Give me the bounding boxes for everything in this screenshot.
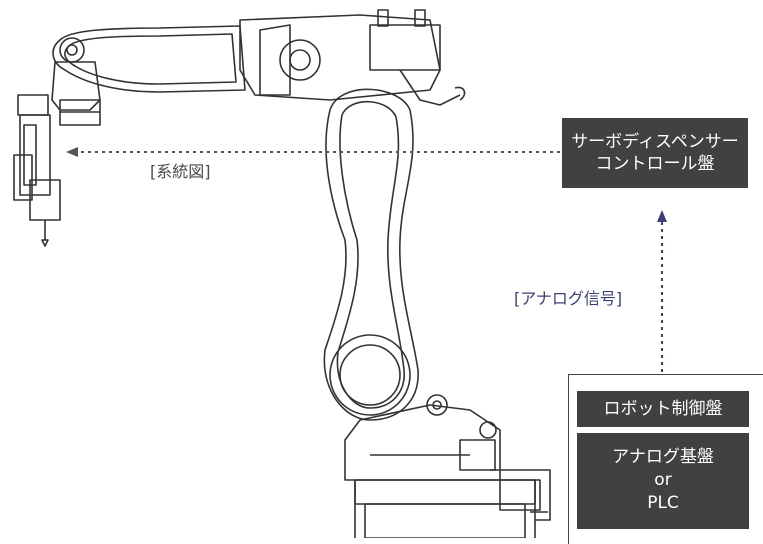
plc-box-line3: PLC (647, 493, 679, 513)
analog-arrow-head (657, 210, 667, 222)
servo-box-line1: サーボディスペンサー (571, 132, 739, 152)
system-arrow-head (66, 147, 78, 157)
plc-box-line2: or (654, 470, 672, 490)
servo-dispenser-controller-box: サーボディスペンサー コントロール盤 (562, 118, 748, 188)
analog-signal-label: [アナログ信号] (514, 289, 623, 308)
controller-group-frame (568, 374, 763, 544)
system-diagram-label: [系統図] (150, 162, 211, 181)
plc-box-line1: アナログ基盤 (612, 447, 714, 467)
analog-board-plc-box: アナログ基盤 or PLC (577, 433, 749, 529)
servo-box-line2: コントロール盤 (595, 154, 715, 174)
robot-controller-box: ロボット制御盤 (577, 391, 749, 427)
